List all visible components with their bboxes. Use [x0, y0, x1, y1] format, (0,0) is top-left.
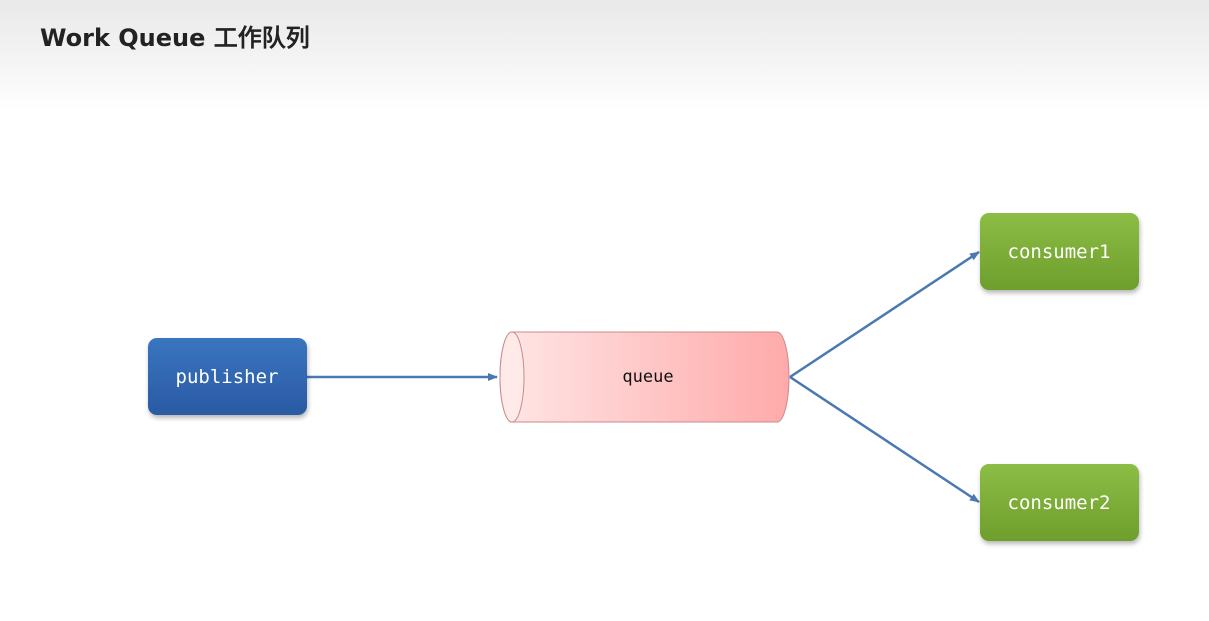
publisher-node: publisher — [148, 338, 307, 415]
queue-node: queue — [499, 331, 790, 423]
arrow-queue-to-consumer1 — [789, 250, 980, 379]
consumer2-node: consumer2 — [980, 464, 1139, 541]
arrow-queue-to-consumer2 — [789, 375, 980, 504]
slide-header: Work Queue 工作队列 — [0, 0, 1209, 110]
consumer1-label: consumer1 — [1008, 241, 1111, 263]
publisher-label: publisher — [176, 366, 279, 388]
consumer2-label: consumer2 — [1008, 492, 1111, 514]
consumer1-node: consumer1 — [980, 213, 1139, 290]
queue-label: queue — [622, 367, 673, 387]
page-title: Work Queue 工作队列 — [40, 24, 310, 52]
